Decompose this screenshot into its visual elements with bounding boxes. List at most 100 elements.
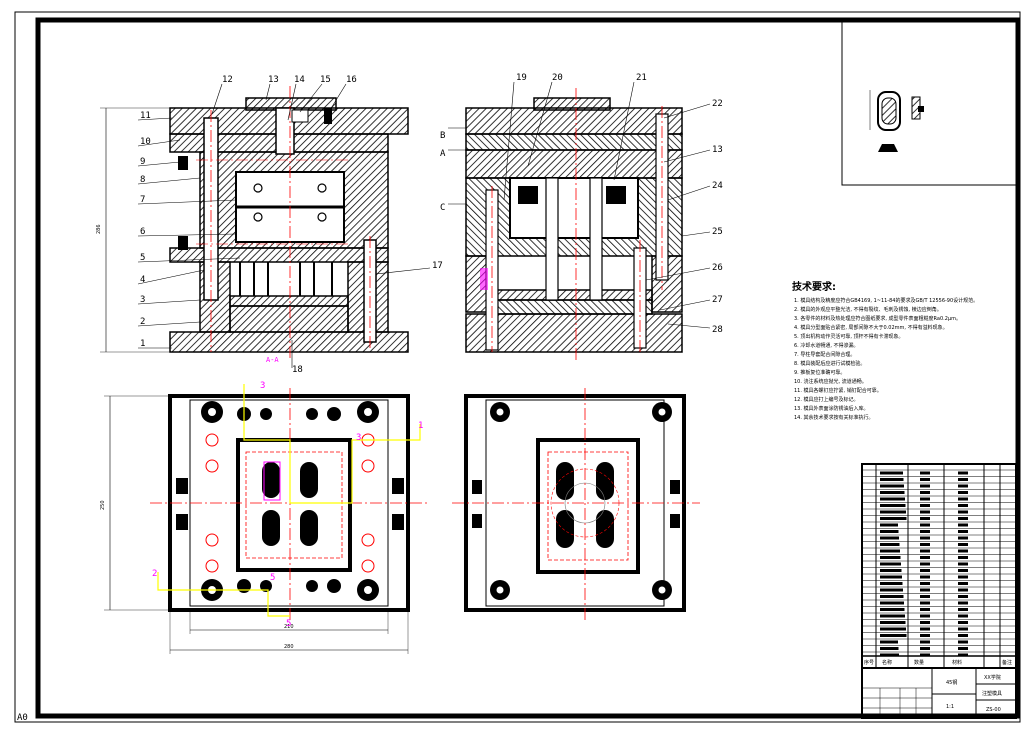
part-label-6: 6: [140, 227, 145, 237]
bom-text-mark: [880, 627, 906, 631]
plan-view-right: [452, 388, 700, 620]
side-top-labels: 19 20 21: [503, 73, 647, 201]
bom-text-mark: [880, 517, 907, 520]
requirement-line: 4. 模具分型面贴合紧密, 局部间隙不大于0.02mm, 不得有溢料现象。: [794, 324, 948, 331]
plate-mark-c: C: [440, 203, 445, 213]
bom-text-mark: [880, 634, 907, 637]
front-section-view: 286: [96, 86, 409, 360]
bom-text-mark: [958, 582, 968, 585]
sheet-inner-border: [35, 17, 1021, 719]
plan-view-left: 250 210 280: [100, 384, 430, 654]
bom-text-mark: [920, 497, 930, 501]
bom-text-mark: [958, 627, 968, 631]
bom-text-mark: [920, 510, 930, 514]
part-label-16: 16: [346, 75, 357, 85]
bom-text-mark: [880, 543, 900, 546]
bom-text-mark: [880, 575, 902, 579]
part-label-20: 20: [552, 73, 563, 83]
title-scale: 1:1: [946, 704, 954, 710]
title-drawing-name: 注塑模具: [982, 690, 1002, 697]
part-label-18: 18: [292, 365, 303, 375]
requirement-line: 9. 推板复位准确可靠。: [794, 369, 845, 376]
bom-text-mark: [920, 491, 930, 494]
bom-header-material: 材料: [952, 659, 962, 666]
section-label: A-A: [266, 356, 279, 364]
dim-plan-outer-width: 280: [284, 644, 294, 650]
bom-text-mark: [880, 608, 905, 611]
requirement-line: 11. 模具各螺钉应拧紧, 销钉配合可靠。: [794, 387, 882, 394]
part-label-22: 22: [712, 99, 723, 109]
bom-header-note: 备注: [1002, 659, 1012, 666]
bom-text-mark: [958, 634, 968, 637]
bom-text-mark: [880, 471, 903, 475]
bom-text-mark: [880, 601, 904, 605]
part-label-9: 9: [140, 157, 145, 167]
bom-text-mark: [920, 634, 930, 637]
requirement-line: 2. 模具的外观应平整光洁, 不得有裂纹、毛刺及锈蚀, 棱边应倒角。: [794, 306, 942, 313]
bom-text-mark: [880, 523, 898, 527]
bom-text-mark: [958, 653, 968, 657]
bom-text-mark: [958, 543, 968, 546]
bom-text-mark: [920, 471, 930, 475]
bom-text-mark: [880, 621, 906, 624]
plan-marker-1: 1: [418, 421, 423, 431]
requirement-line: 8. 模具装配后应进行试模检验。: [794, 360, 865, 367]
part-label-1: 1: [140, 339, 145, 349]
bom-text-mark: [880, 497, 905, 501]
plate-mark-b: B: [440, 131, 445, 141]
side-section-view: [465, 88, 683, 360]
part-label-2: 2: [140, 317, 145, 327]
part-label-19: 19: [516, 73, 527, 83]
part-label-17: 17: [432, 261, 443, 271]
bom-text-mark: [920, 484, 930, 488]
requirement-line: 7. 导柱导套配合间隙合理。: [794, 351, 855, 358]
part-label-24: 24: [712, 181, 723, 191]
sheet-size-label: A0: [17, 713, 28, 723]
requirement-line: 10. 浇注系统应抛光, 流道通畅。: [794, 378, 867, 385]
title-school: XX学院: [984, 674, 1001, 681]
bom-text-mark: [958, 523, 968, 527]
part-label-4: 4: [140, 275, 145, 285]
plan-markers: 3 1 2 5 3 5: [152, 381, 423, 629]
bom-text-mark: [920, 523, 930, 527]
bom-text-mark: [958, 491, 968, 494]
bom-text-mark: [920, 608, 930, 611]
bom-text-mark: [958, 517, 968, 520]
part-label-27: 27: [712, 295, 723, 305]
bom-text-mark: [958, 497, 968, 501]
bom-text-mark: [880, 510, 906, 514]
bom-text-mark: [880, 562, 901, 566]
plan-marker-2: 2: [152, 569, 157, 579]
bom-text-mark: [880, 556, 901, 559]
bom-text-mark: [958, 549, 968, 553]
bom-text-mark: [920, 504, 930, 507]
bom-text-mark: [920, 536, 930, 540]
bom-text-mark: [920, 595, 930, 598]
bom-text-mark: [920, 627, 930, 631]
part-label-11: 11: [140, 111, 151, 121]
bom-text-mark: [880, 653, 899, 657]
bom-text-mark: [920, 647, 930, 650]
front-top-labels: 12 13 14 15 16: [211, 75, 357, 121]
bom-text-mark: [920, 621, 930, 624]
bom-text-mark: [880, 530, 899, 533]
requirement-line: 5. 顶出机构动作灵活可靠, 顶杆不得有卡滞现象。: [794, 333, 904, 340]
plan-marker-3-top: 3: [260, 381, 265, 391]
product-thumbnail: [841, 21, 1017, 186]
bom-text-mark: [958, 536, 968, 540]
bom-text-mark: [920, 575, 930, 579]
plan-marker-3-mid: 3: [356, 433, 361, 443]
bom-text-mark: [958, 530, 968, 533]
bom-text-mark: [920, 614, 930, 618]
part-label-5: 5: [140, 253, 145, 263]
requirement-line: 14. 其余技术要求按有关标准执行。: [794, 414, 874, 421]
bom-text-mark: [880, 504, 906, 507]
bom-text-mark: [958, 484, 968, 488]
bom-text-mark: [880, 491, 905, 494]
bom-text-mark: [880, 614, 905, 618]
bom-text-mark: [920, 569, 930, 572]
bom-text-mark: [920, 517, 930, 520]
bom-text-mark: [958, 647, 968, 650]
part-label-7: 7: [140, 195, 145, 205]
bom-text-mark: [958, 595, 968, 598]
